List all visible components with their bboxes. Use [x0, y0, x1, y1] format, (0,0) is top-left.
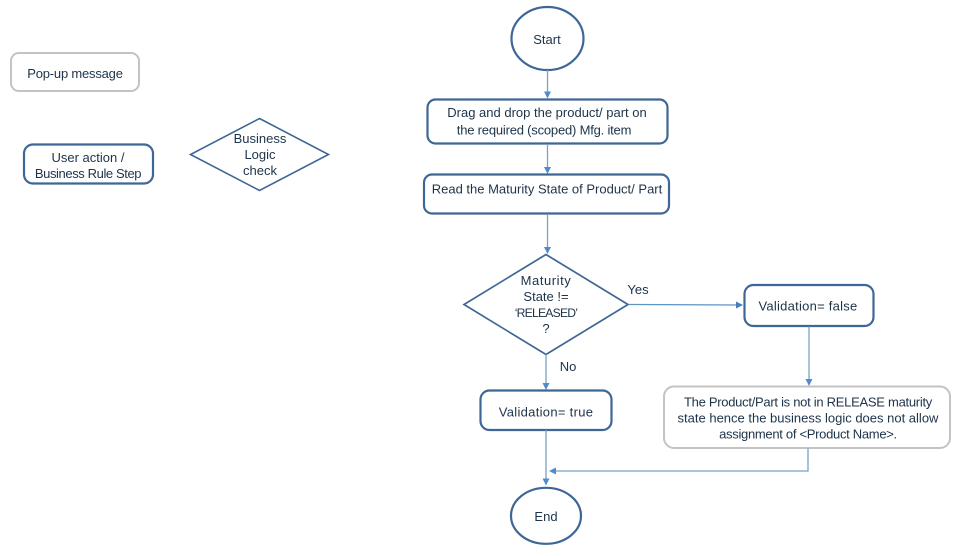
svg-text:the required (scoped) Mfg. ite: the required (scoped) Mfg. item	[457, 123, 631, 138]
svg-text:Yes: Yes	[627, 282, 649, 297]
svg-text:End: End	[534, 509, 557, 524]
svg-text:Validation= false: Validation= false	[758, 299, 857, 314]
svg-text:Maturity: Maturity	[521, 273, 572, 288]
svg-text:assignment of <Product Name>.: assignment of <Product Name>.	[719, 427, 897, 442]
svg-text:?: ?	[542, 321, 549, 336]
svg-text:‘RELEASED’: ‘RELEASED’	[515, 306, 578, 320]
svg-text:Business: Business	[234, 131, 287, 146]
svg-text:No: No	[560, 359, 577, 374]
svg-text:Logic: Logic	[244, 147, 276, 162]
svg-text:The Product/Part is not in REL: The Product/Part is not in RELEASE matur…	[684, 395, 933, 410]
svg-text:Start: Start	[533, 32, 561, 47]
svg-text:User action /: User action /	[52, 150, 125, 165]
svg-text:Read the Maturity State of Pro: Read the Maturity State of Product/ Part	[432, 182, 663, 197]
svg-text:State !=: State !=	[523, 289, 568, 304]
svg-text:check: check	[243, 163, 277, 178]
svg-text:Business Rule Step: Business Rule Step	[35, 166, 141, 181]
svg-text:Pop-up message: Pop-up message	[27, 66, 122, 81]
svg-text:state hence the business logic: state hence the business logic does not …	[678, 411, 940, 426]
svg-text:Drag and drop the product/ par: Drag and drop the product/ part on	[447, 105, 646, 120]
svg-text:Validation= true: Validation= true	[499, 405, 594, 420]
